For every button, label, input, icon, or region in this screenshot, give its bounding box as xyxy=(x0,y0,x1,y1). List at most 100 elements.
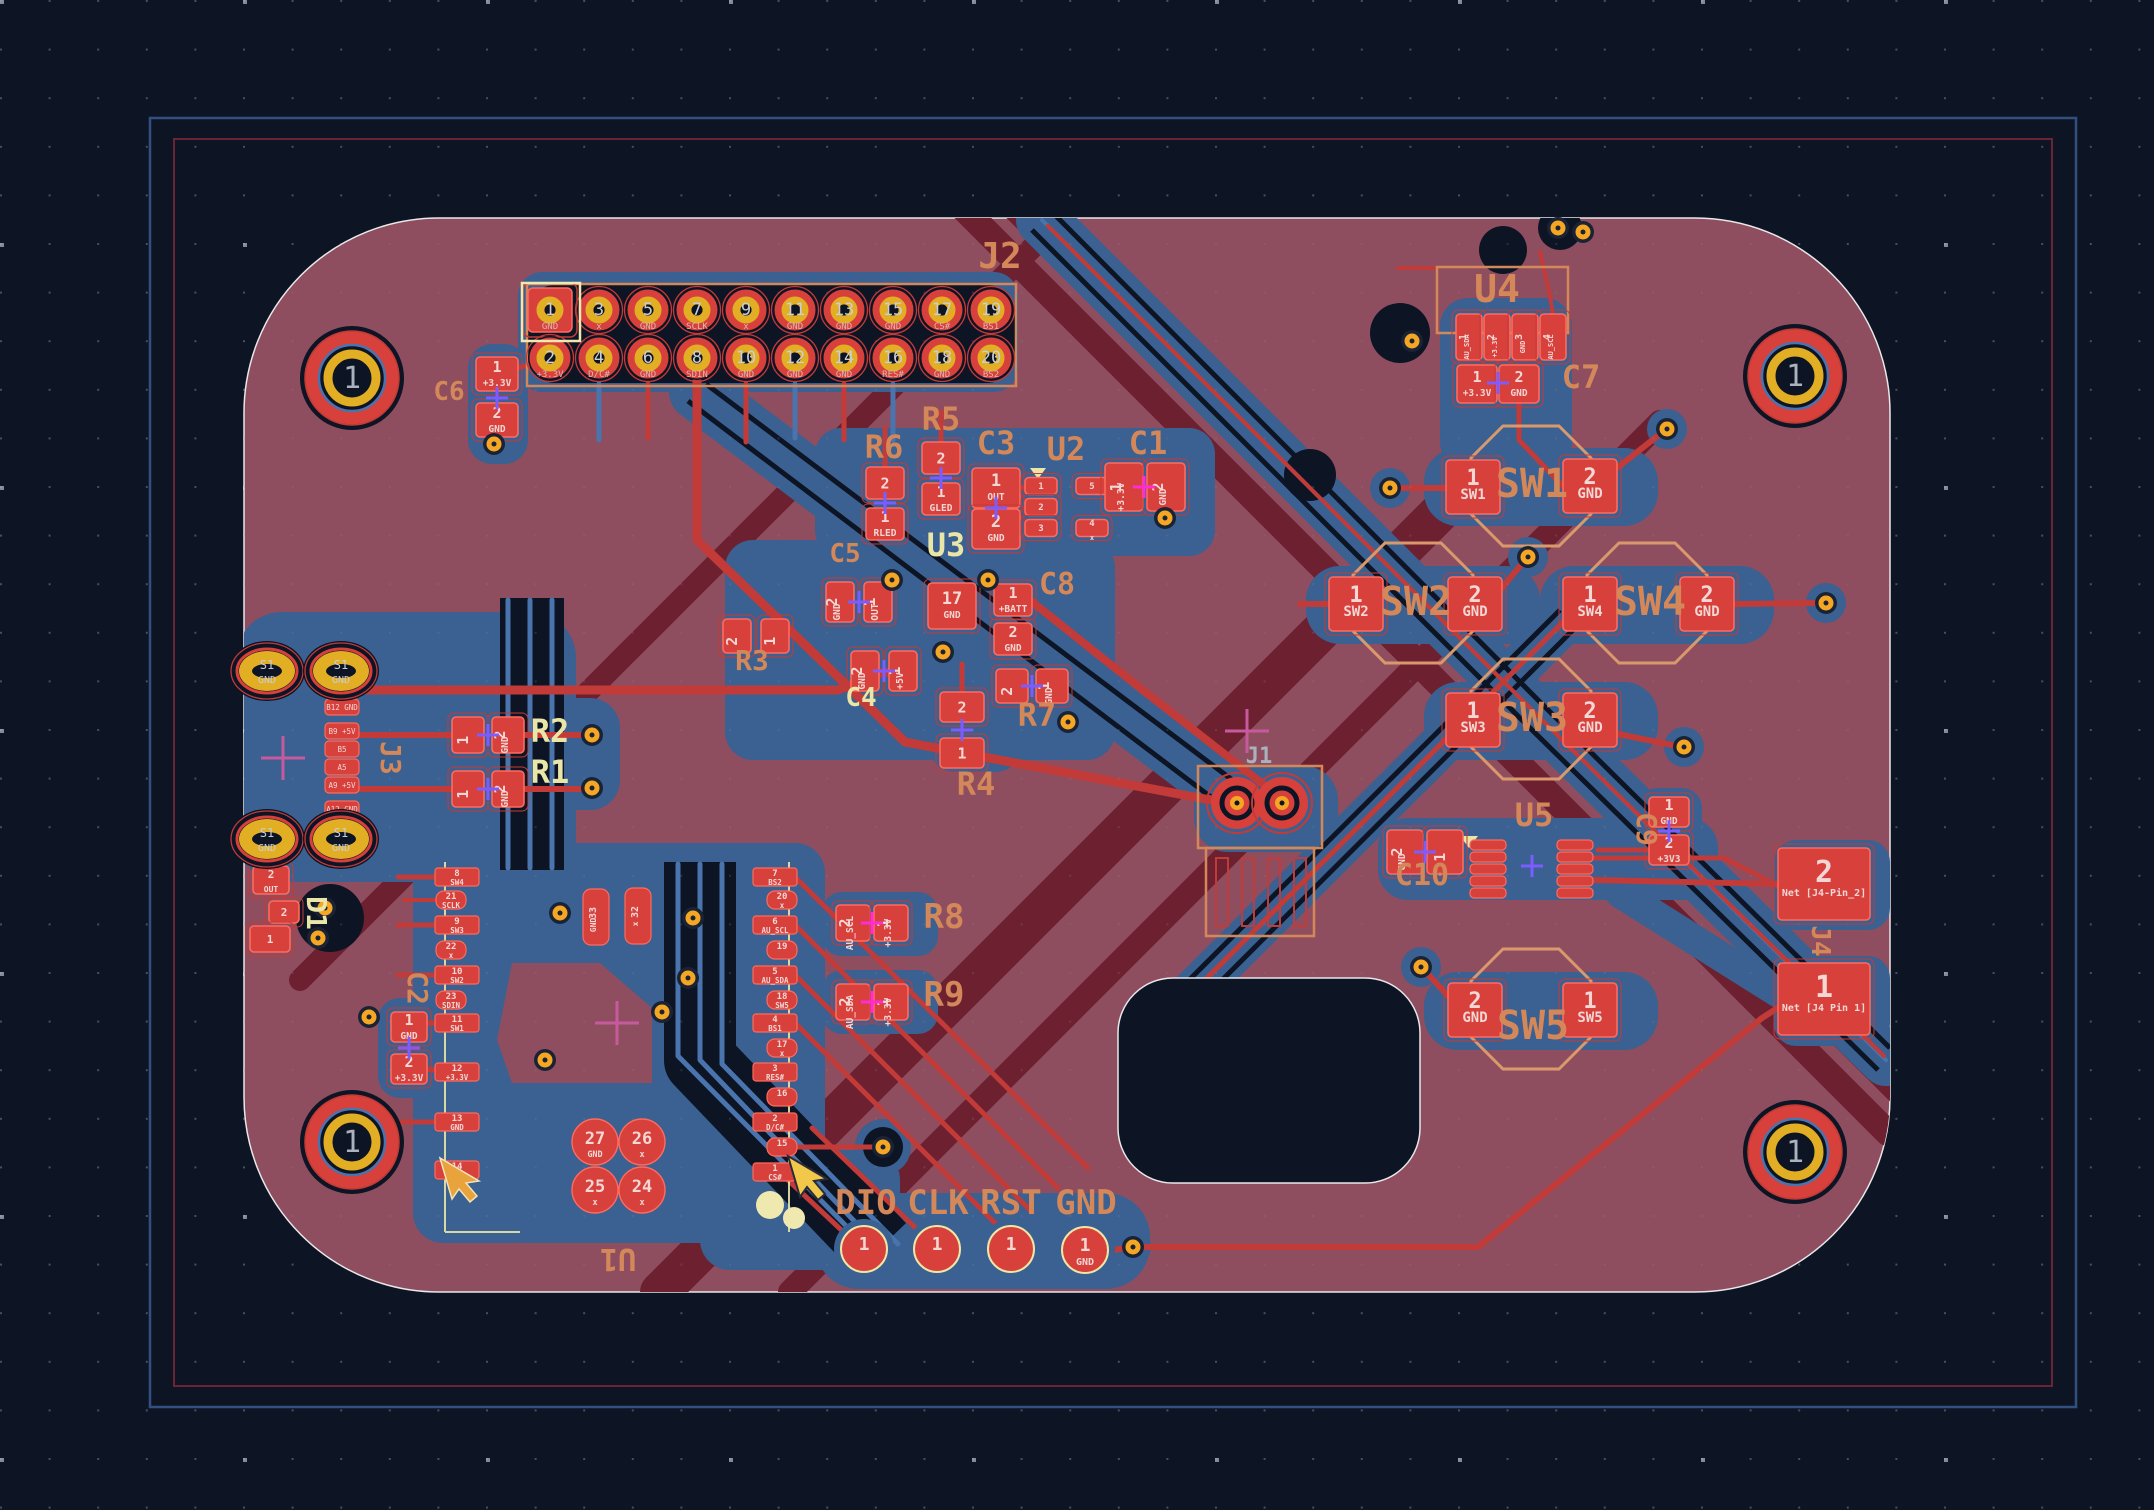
via[interactable] xyxy=(1572,221,1594,243)
u1-bottom-pad[interactable]: 24x xyxy=(618,1166,666,1214)
smd-pad[interactable]: 1AU_SDA xyxy=(1451,309,1487,365)
via[interactable] xyxy=(1057,711,1079,733)
mounting-hole[interactable]: 1 xyxy=(1743,324,1847,428)
via[interactable] xyxy=(881,569,903,591)
via[interactable] xyxy=(483,433,505,455)
via[interactable] xyxy=(1122,1236,1144,1258)
u5-pad[interactable] xyxy=(1556,851,1594,863)
via[interactable] xyxy=(534,1049,556,1071)
u1-pad[interactable]: 20x xyxy=(766,890,798,910)
u5-pad[interactable] xyxy=(1469,887,1507,899)
via[interactable] xyxy=(1517,546,1539,568)
smd-pad[interactable]: 2 xyxy=(718,614,756,658)
u5-pad[interactable] xyxy=(1469,839,1507,851)
via[interactable] xyxy=(307,927,329,949)
via[interactable] xyxy=(932,641,954,663)
smd-pad[interactable]: 2 xyxy=(935,687,989,727)
u1-pad[interactable]: 16 xyxy=(766,1087,798,1107)
smd-pad[interactable]: 1 xyxy=(245,921,295,957)
u1-center-pad[interactable]: 32x xyxy=(624,887,652,945)
via[interactable] xyxy=(651,1001,673,1023)
u1-pad[interactable]: 19 xyxy=(766,940,798,960)
j2-pin[interactable]: 3x xyxy=(574,285,624,335)
u5-pad[interactable] xyxy=(1469,875,1507,887)
via[interactable] xyxy=(1815,592,1837,614)
mounting-hole[interactable]: 1 xyxy=(300,326,404,430)
smd-pad[interactable]: 1 xyxy=(756,614,794,658)
mounting-hole[interactable]: 1 xyxy=(1743,1100,1847,1204)
smd-pad[interactable]: 4x xyxy=(1071,515,1113,543)
via[interactable] xyxy=(1154,507,1176,529)
smd-pad[interactable]: 2 xyxy=(991,664,1033,708)
u5-pad[interactable] xyxy=(1469,863,1507,875)
u1-pad[interactable]: 5AU_SDA xyxy=(752,965,798,985)
smd-pad[interactable]: 3 xyxy=(1020,515,1062,541)
u1-pad[interactable]: 2D/C# xyxy=(752,1112,798,1132)
usb-pin-pad[interactable]: B9 +5V xyxy=(324,722,360,740)
programming-pad[interactable]: 1 xyxy=(834,1219,894,1279)
j2-pin[interactable]: 9x xyxy=(721,285,771,335)
smd-pad[interactable]: 2+3V3 xyxy=(1644,830,1694,870)
usb-pin-pad[interactable]: B5 xyxy=(324,740,360,758)
u1-pad[interactable]: 15 xyxy=(766,1137,798,1157)
usb-pin-pad[interactable]: B12 GND xyxy=(324,698,360,716)
usb-pin-pad[interactable]: A9 +5V xyxy=(324,776,360,794)
smd-pad[interactable]: 2+3.3V xyxy=(386,1049,432,1089)
programming-pad[interactable]: 1 xyxy=(907,1219,967,1279)
u1-pad[interactable]: 12+3.3V xyxy=(434,1062,480,1082)
u5-pad[interactable] xyxy=(1556,887,1594,899)
usb-pin-pad[interactable]: A5 xyxy=(324,758,360,776)
via[interactable] xyxy=(1410,956,1432,978)
u5-pad[interactable] xyxy=(1469,851,1507,863)
u5-pad[interactable] xyxy=(1556,863,1594,875)
smd-pad[interactable]: 2 xyxy=(264,896,304,928)
via[interactable] xyxy=(872,1136,894,1158)
via[interactable] xyxy=(581,724,603,746)
j2-pin[interactable]: 4D/C# xyxy=(574,333,624,383)
programming-pad[interactable]: 1 xyxy=(981,1219,1041,1279)
j1-pad[interactable] xyxy=(1251,772,1313,834)
via[interactable] xyxy=(1379,477,1401,499)
smd-pad[interactable]: 1+3.3V xyxy=(471,352,523,396)
smd-pad[interactable]: 2 xyxy=(1020,494,1062,520)
